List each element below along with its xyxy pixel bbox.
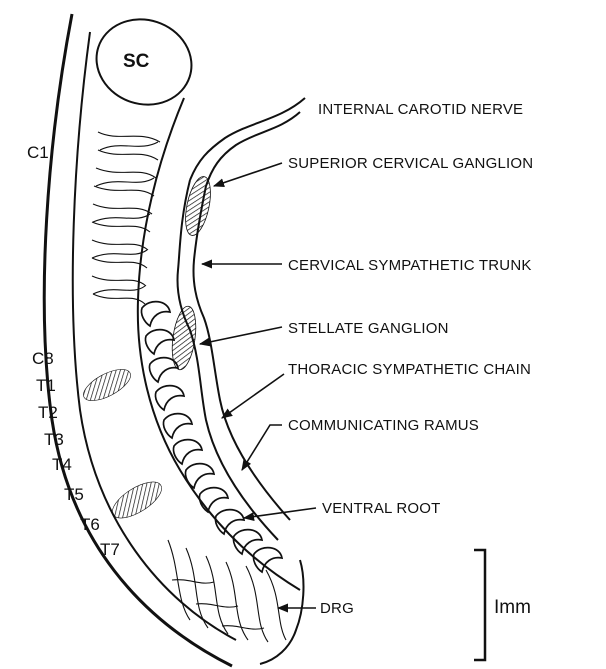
internal-carotid-nerve-inner bbox=[206, 112, 300, 186]
spinal-cord-label: SC bbox=[123, 51, 150, 72]
superior-cervical-ganglion bbox=[181, 174, 215, 237]
label-ventral-root: VENTRAL ROOT bbox=[322, 500, 441, 517]
segment-label-c1: C1 bbox=[27, 143, 49, 162]
hatched-region-t5 bbox=[107, 475, 167, 525]
ventral-cord-outline bbox=[138, 98, 300, 590]
segment-label-t7: T7 bbox=[100, 540, 120, 559]
arrow-thoracic-sympathetic-chain bbox=[222, 374, 284, 418]
segment-label-t1: T1 bbox=[36, 376, 56, 395]
sympathetic-trunk-inner bbox=[193, 186, 290, 520]
scale-bar-label: Imm bbox=[494, 597, 531, 618]
segment-label-t3: T3 bbox=[44, 430, 64, 449]
label-internal-carotid-nerve: INTERNAL CAROTID NERVE bbox=[318, 101, 523, 118]
segment-label-t2: T2 bbox=[38, 403, 58, 422]
label-stellate-ganglion: STELLATE GANGLION bbox=[288, 320, 449, 337]
segment-label-c8: C8 bbox=[32, 349, 54, 368]
scale-bar bbox=[474, 550, 485, 660]
drg-fibers bbox=[168, 540, 286, 642]
arrow-stellate-ganglion bbox=[200, 327, 282, 344]
label-communicating-ramus: COMMUNICATING RAMUS bbox=[288, 417, 479, 434]
arrow-communicating-ramus bbox=[242, 425, 282, 470]
segment-label-t4: T4 bbox=[52, 455, 72, 474]
segment-label-t5: T5 bbox=[64, 485, 84, 504]
label-drg: DRG bbox=[320, 600, 354, 617]
label-superior-cervical-ganglion: SUPERIOR CERVICAL GANGLION bbox=[288, 155, 533, 172]
hatched-region-t1-t2 bbox=[79, 363, 135, 407]
segment-label-t6: T6 bbox=[80, 515, 100, 534]
arrow-superior-cervical-ganglion bbox=[214, 163, 282, 186]
cervical-root-fibers bbox=[92, 132, 160, 304]
label-thoracic-sympathetic-chain: THORACIC SYMPATHETIC CHAIN bbox=[288, 361, 531, 378]
drg-region-outline bbox=[260, 560, 303, 664]
label-cervical-sympathetic-trunk: CERVICAL SYMPATHETIC TRUNK bbox=[288, 257, 532, 274]
